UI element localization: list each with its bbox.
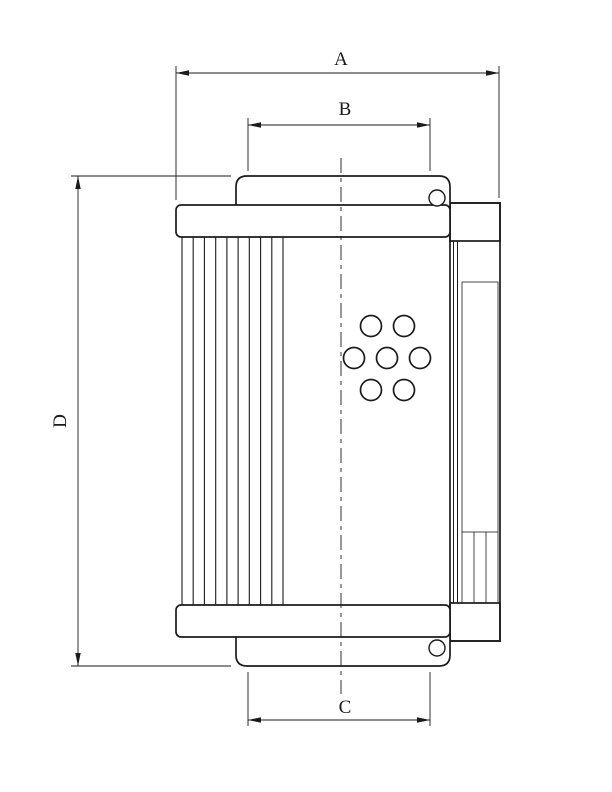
dimension-a-label: A bbox=[334, 49, 348, 70]
top-end-cap bbox=[235, 175, 451, 208]
perforation-hole bbox=[392, 378, 416, 402]
perforation-holes bbox=[342, 314, 432, 402]
top-cap-outline bbox=[235, 175, 451, 208]
arrowhead-top bbox=[75, 176, 81, 189]
casing-shell-outline bbox=[449, 202, 501, 642]
arrowhead-left bbox=[248, 717, 261, 723]
dimension-c-label: C bbox=[339, 697, 352, 718]
bottom-flange bbox=[175, 604, 451, 638]
top-flange bbox=[175, 204, 451, 238]
top-seal-ring bbox=[428, 189, 446, 207]
perforation-hole bbox=[392, 314, 416, 338]
dimension-b: B bbox=[247, 99, 431, 171]
perforation-hole bbox=[359, 314, 383, 338]
arrowhead-left bbox=[176, 70, 189, 76]
pleated-filter-media bbox=[181, 237, 284, 605]
bottom-end-cap bbox=[235, 634, 451, 667]
dimension-d: D bbox=[50, 175, 231, 667]
dimension-d-label: D bbox=[50, 414, 71, 428]
dimension-c: C bbox=[247, 672, 431, 726]
dimension-b-label: B bbox=[339, 99, 352, 120]
dimension-a: A bbox=[175, 49, 500, 200]
arrowhead-right bbox=[486, 70, 499, 76]
arrowhead-right bbox=[417, 717, 430, 723]
perforation-hole bbox=[408, 346, 432, 370]
arrowhead-right bbox=[417, 122, 430, 128]
perforation-hole bbox=[359, 378, 383, 402]
outer-casing-section bbox=[449, 202, 501, 642]
arrowhead-left bbox=[248, 122, 261, 128]
bottom-seal-ring bbox=[428, 639, 446, 657]
arrowhead-bottom bbox=[75, 653, 81, 666]
bottom-cap-outline bbox=[235, 634, 451, 667]
perforation-hole bbox=[342, 346, 366, 370]
support-mesh bbox=[461, 281, 499, 533]
perforation-hole bbox=[375, 346, 399, 370]
